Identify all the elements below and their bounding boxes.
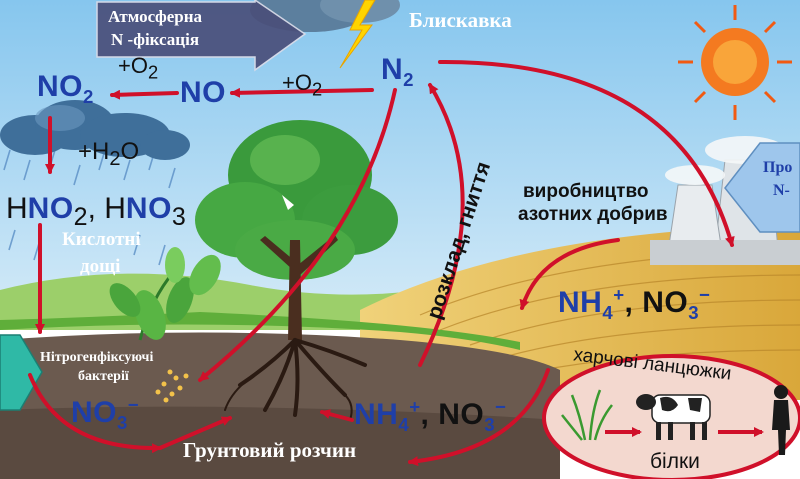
process-arrows xyxy=(28,59,735,467)
human-icon xyxy=(772,385,790,455)
soil-solution-label: Грунтовий розчин xyxy=(183,438,357,462)
water-addition: +H2O xyxy=(78,138,140,170)
left-teal-arrow xyxy=(0,334,43,411)
lightning-icon xyxy=(339,0,376,69)
no-formula: NO xyxy=(180,76,226,109)
fertilizer-production-line1: виробництво xyxy=(523,181,649,202)
grass-icon xyxy=(561,389,613,441)
nitrogen-fixing-bacteria-line1: Нітрогенфіксуючі xyxy=(40,350,154,365)
cow-icon xyxy=(636,394,711,440)
cloud-icon xyxy=(0,100,190,160)
soil-ammonium-nitrate: NH4+, NO3− xyxy=(354,396,507,435)
bacteria-dots xyxy=(155,369,189,403)
atmospheric-fixation-label-line1: Атмосферна xyxy=(108,7,203,26)
atmospheric-fixation-banner xyxy=(96,0,307,72)
fertilizer-production-line2: азотних добрив xyxy=(518,204,668,225)
lightning-label: Блискавка xyxy=(409,8,512,32)
tree-roots xyxy=(224,338,367,421)
atmospheric-fixation-label-line2: N -фіксація xyxy=(111,30,200,49)
acid-rain-label-line2: дощі xyxy=(80,256,121,277)
nitrous-nitric-acids: HNO2, HNO3 xyxy=(6,192,186,231)
sun-icon xyxy=(678,5,792,120)
no2-formula: NO2 xyxy=(37,70,94,107)
oxygen-addition-right: +O2 xyxy=(282,70,323,100)
industrial-fixation-banner xyxy=(724,142,800,233)
industrial-fixation-label-line1: Про xyxy=(763,159,793,176)
soil-nitrate: NO3− xyxy=(71,394,140,433)
oxygen-addition-left: +O2 xyxy=(118,53,159,83)
grass-strip xyxy=(0,312,520,350)
nitrogen-fixing-bacteria-line2: бактерії xyxy=(78,369,129,384)
proteins-label: білки xyxy=(650,450,700,473)
acid-rain-label-line1: Кислотні xyxy=(62,229,141,250)
industrial-fixation-label-line2: N- xyxy=(773,182,790,199)
field-ammonium-nitrate: NH4+, NO3− xyxy=(558,284,711,323)
n2-formula: N2 xyxy=(381,53,415,90)
plant-icon xyxy=(109,247,221,341)
